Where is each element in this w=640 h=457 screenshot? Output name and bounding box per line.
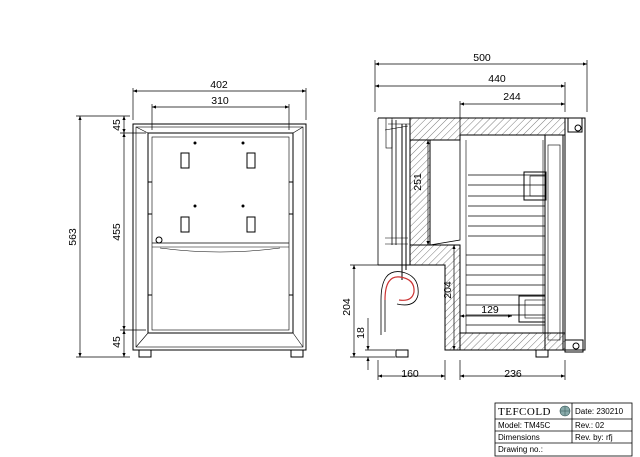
side-foot: [535, 349, 549, 358]
front-dimensions: [76, 88, 307, 358]
title-rev: Rev.: 02: [575, 421, 605, 430]
brand-name: TEFCOLD: [498, 406, 551, 418]
title-dimensions: Dimensions: [498, 433, 540, 442]
title-drawing-no: Drawing no.:: [498, 445, 543, 454]
insulation-top: [409, 117, 566, 141]
door-section: [544, 134, 564, 351]
dim-front-top-gap: 45: [111, 119, 123, 131]
dim-side-base-rear: 160: [401, 368, 419, 380]
side-view: [377, 117, 586, 358]
door-clip: [246, 216, 256, 233]
side-dimensions: [350, 60, 588, 380]
dim-side-cabinet-depth: 440: [488, 73, 506, 85]
lock-icon: [155, 236, 163, 244]
dim-front-width: 402: [210, 79, 228, 91]
dim-side-upper-height: 251: [412, 173, 424, 191]
dim-side-lower-height: 204: [442, 281, 454, 299]
front-cabinet: [132, 123, 307, 351]
hinge: [564, 339, 584, 353]
door-clip: [180, 152, 190, 169]
insulation-rear-upper: [409, 139, 431, 246]
dim-front-height: 563: [67, 228, 79, 246]
insulation-bottom: [459, 332, 566, 351]
dim-front-inner-width: 310: [211, 95, 229, 107]
title-date: Date: 230210: [575, 407, 624, 416]
dim-side-inner-depth: 244: [503, 91, 521, 103]
front-door-frame: [147, 132, 294, 334]
dim-front-bottom-gap: 45: [111, 336, 123, 348]
dim-side-step-height: 204: [341, 298, 353, 316]
dim-side-base-front: 236: [504, 368, 522, 380]
door-clip: [180, 216, 190, 233]
hinge: [567, 117, 583, 133]
front-view: [132, 123, 307, 358]
dim-side-lower-depth: 129: [481, 304, 499, 316]
door-clip: [246, 152, 256, 169]
front-foot: [138, 349, 152, 358]
title-rev-by: Rev. by: rfj: [575, 433, 613, 442]
tefcold-logo: TEFCOLD: [498, 405, 571, 418]
title-model: Model: TM45C: [498, 421, 551, 430]
side-foot: [395, 349, 409, 358]
front-foot: [290, 349, 304, 358]
dim-side-foot-height: 18: [355, 327, 367, 339]
dim-front-inner-height: 455: [111, 223, 123, 241]
title-block: [494, 402, 633, 457]
dim-side-overall-depth: 500: [473, 52, 491, 64]
